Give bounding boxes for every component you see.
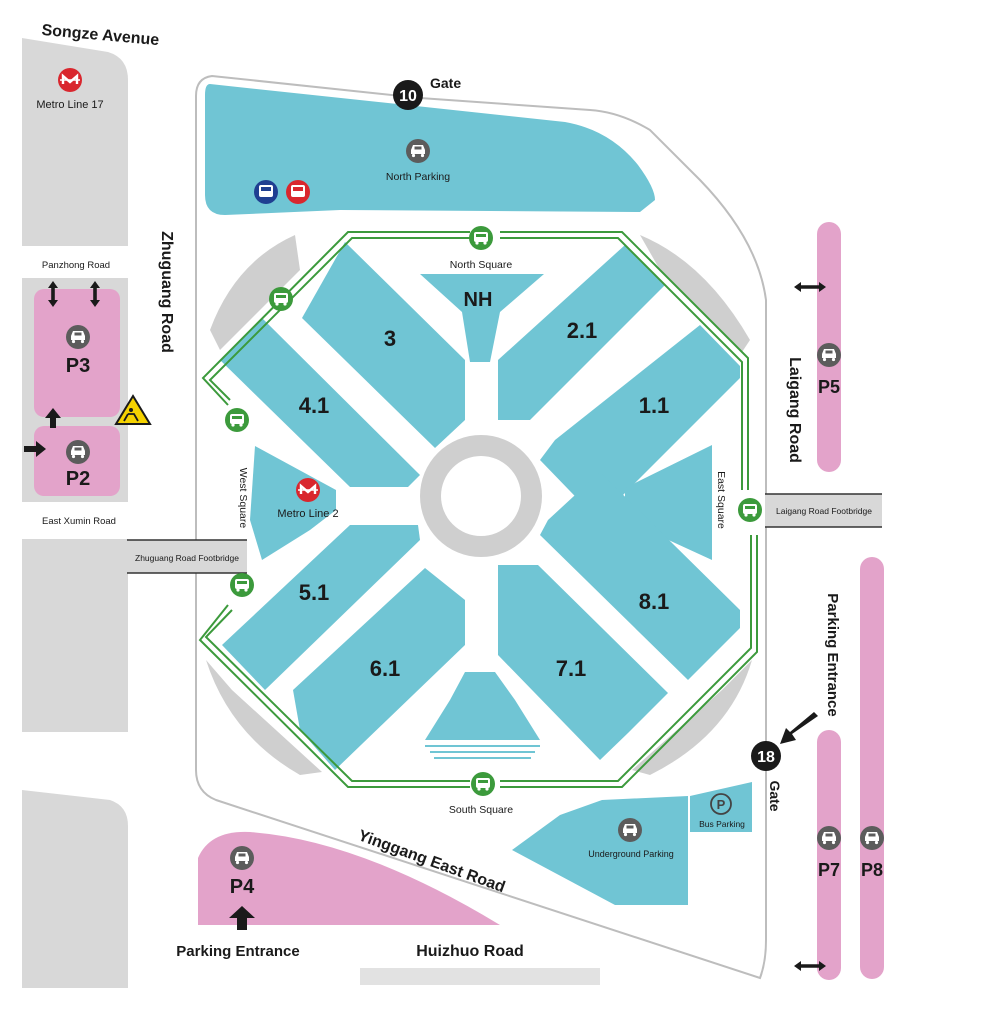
gate-10-number: 10 — [399, 88, 417, 105]
lot-p8-marker[interactable]: P8 — [860, 826, 884, 880]
hall-5-1-label: 5.1 — [299, 580, 330, 605]
metro-line-2-label: Metro Line 2 — [277, 508, 338, 520]
shuttle-route — [198, 231, 758, 788]
east-lots — [817, 222, 884, 980]
south-hall — [425, 672, 540, 740]
metro-line-17-label: Metro Line 17 — [36, 99, 103, 111]
metro-line-2[interactable]: Metro Line 2 — [277, 476, 339, 520]
underground-parking[interactable]: Underground Parking — [588, 818, 674, 859]
svg-text:P: P — [717, 797, 726, 812]
city-blocks — [22, 38, 752, 988]
laigang-footbridge-label: Laigang Road Footbridge — [776, 506, 872, 516]
hall-nh — [420, 274, 544, 362]
shuttle-stop-west-upper — [225, 408, 249, 432]
zhuguang-footbridge — [127, 540, 247, 573]
bus-parking-area — [690, 782, 752, 832]
lot-p8 — [860, 557, 884, 979]
west-square-label: West Square — [237, 468, 249, 529]
hall-4-1-label: 4.1 — [299, 393, 330, 418]
shuttle-stop-west-lower — [230, 573, 254, 597]
hall-3-label: 3 — [384, 326, 396, 351]
lot-p3-label: P3 — [66, 355, 90, 377]
north-parking-label: North Parking — [386, 171, 450, 183]
halls — [220, 242, 752, 905]
lot-p2-label: P2 — [66, 468, 90, 490]
underground-parking-label: Underground Parking — [588, 849, 674, 859]
west-square-hall — [250, 446, 336, 560]
hall-2-1-label: 2.1 — [567, 318, 598, 343]
bus-icon-red — [286, 180, 310, 204]
footbridges: Zhuguang Road Footbridge Laigang Road Fo… — [127, 493, 882, 574]
hall-3 — [302, 242, 465, 448]
gate-18-number: 18 — [757, 749, 775, 766]
lot-p5-marker[interactable]: P5 — [817, 343, 841, 397]
metro-line-17[interactable]: Metro Line 17 — [36, 66, 104, 111]
panzhong-road-label: Panzhong Road — [42, 260, 110, 271]
zhuguang-road-label: Zhuguang Road — [158, 231, 175, 353]
construction-warning-icon — [114, 394, 152, 425]
hall-6-1 — [293, 568, 465, 770]
parking-entrance-east[interactable]: Parking Entrance — [780, 593, 841, 744]
hall-1-1-label: 1.1 — [639, 393, 670, 418]
underground-parking-area — [512, 796, 688, 905]
north-parking-area — [205, 84, 655, 215]
north-square-label: North Square — [450, 259, 513, 271]
bus-parking-label: Bus Parking — [699, 819, 745, 829]
parking-entrance-south[interactable]: Parking Entrance — [176, 906, 300, 960]
gate-18[interactable]: 18 Gate — [751, 741, 783, 812]
lot-p7-label: P7 — [818, 860, 840, 880]
shuttle-stop-east — [738, 498, 762, 522]
parking-entrance-east-label: Parking Entrance — [824, 593, 841, 716]
hall-8-1-label: 8.1 — [639, 589, 670, 614]
east-square-hall — [625, 445, 712, 560]
hall-1-1 — [540, 325, 740, 520]
hall-7-1-label: 7.1 — [556, 656, 587, 681]
direction-arrows — [24, 281, 826, 971]
west-lots — [22, 278, 128, 502]
shuttle-stop-south — [471, 772, 495, 796]
lot-p8-label: P8 — [861, 860, 883, 880]
east-xumin-road-label: East Xumin Road — [42, 516, 116, 527]
parking-entrance-south-label: Parking Entrance — [176, 943, 299, 960]
hall-7-1 — [498, 565, 668, 760]
hall-2-1 — [498, 245, 665, 420]
gate-10[interactable]: 10 Gate — [393, 75, 461, 110]
hall-6-1-label: 6.1 — [370, 656, 401, 681]
south-square-label: South Square — [449, 804, 513, 816]
laigang-road-label: Laigang Road — [786, 357, 803, 463]
hall-nh-label: NH — [464, 289, 493, 311]
hall-4-1 — [220, 318, 420, 487]
shuttle-stop-northwest — [269, 287, 293, 311]
hall-8-1 — [540, 472, 740, 680]
bus-parking[interactable]: P Bus Parking — [699, 793, 745, 829]
huizhuo-road-label: Huizhuo Road — [416, 943, 524, 960]
lot-p2-marker[interactable]: P2 — [66, 440, 90, 490]
lot-p5-label: P5 — [818, 377, 840, 397]
lot-p3-marker[interactable]: P3 — [66, 325, 90, 377]
lot-p4-label: P4 — [230, 876, 255, 898]
laigang-footbridge — [765, 494, 882, 527]
lot-p7-marker[interactable]: P7 — [817, 826, 841, 880]
bus-icon-blue — [254, 180, 278, 204]
gate-18-label: Gate — [767, 780, 783, 811]
lot-p4-marker[interactable]: P4 — [230, 846, 255, 898]
zhuguang-footbridge-label: Zhuguang Road Footbridge — [135, 553, 239, 563]
lot-p4 — [198, 831, 500, 925]
shuttle-stop-north — [469, 226, 493, 250]
hall-5-1 — [222, 525, 420, 690]
gate-10-label: Gate — [430, 75, 461, 91]
north-parking[interactable]: North Parking — [386, 139, 450, 183]
south-steps — [425, 745, 540, 759]
east-square-label: East Square — [715, 471, 727, 529]
lot-p7 — [817, 730, 841, 980]
square-labels: North Square South Square West Square Ea… — [237, 259, 727, 816]
hall-labels: NH 3 2.1 1.1 4.1 5.1 6.1 7.1 8.1 — [299, 289, 670, 681]
